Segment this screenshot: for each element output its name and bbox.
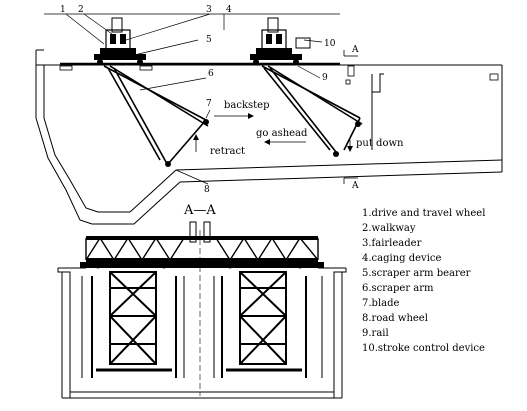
callout-leaders [44,13,340,185]
section-wheels [95,263,303,269]
rail-deck [59,62,340,71]
blade-right [333,121,361,157]
label-retract: retract [210,146,245,157]
callout-1: 1 [60,5,66,15]
legend-item: 1.drive and travel wheel [362,208,486,219]
legend-item: 7.blade [362,298,400,309]
callout-7: 7 [206,99,212,109]
rim-details [345,65,499,85]
legend-item: 2.walkway [362,223,416,234]
callout-8: 8 [204,185,210,195]
motion-arrows [193,113,353,152]
section-markers [343,50,358,184]
section-mark-bottom: A [351,181,359,191]
legend-item: 5.scraper arm bearer [362,268,471,279]
legend-item: 4.caging device [362,253,442,264]
legend-item: 10.stroke control device [362,343,485,354]
label-backstep: backstep [224,100,270,111]
section-tank [57,267,347,399]
callout-2: 2 [78,5,84,15]
callout-10: 10 [324,39,336,49]
scraper-frame-left [96,271,172,372]
callout-5: 5 [206,35,212,45]
callout-9: 9 [322,73,328,83]
centre-column [189,221,211,396]
callout-4: 4 [226,5,232,15]
bridge-truss [80,236,324,268]
section-title: A—A [183,203,216,218]
legend-item: 6.scraper arm [362,283,434,294]
callout-3: 3 [206,5,212,15]
label-put-down: put down [356,138,404,149]
legend-item: 8.road wheel [362,313,428,324]
scraper-arms-left [103,65,209,165]
callout-6: 6 [208,69,214,79]
section-mark-top: A [351,45,359,55]
scraper-arms-right [261,65,363,153]
label-go-ashead: go ashead [256,128,308,139]
legend-item: 9.rail [362,328,389,339]
legend: 1.drive and travel wheel 2.walkway 3.fai… [362,206,485,356]
drive-unit-left [94,17,146,65]
legend-item: 3.fairleader [362,238,422,249]
drive-unit-right [250,17,311,65]
scraper-frame-right [226,271,302,372]
blade-left [165,119,209,167]
